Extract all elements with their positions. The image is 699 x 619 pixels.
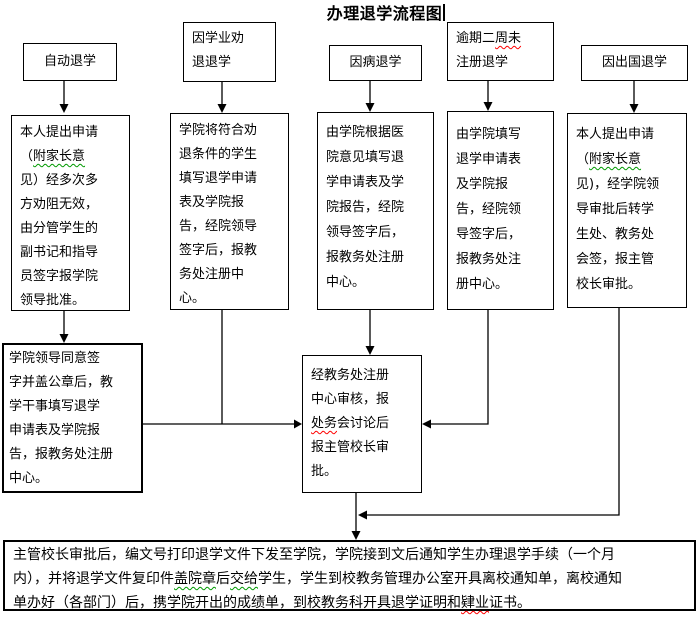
page-title: 办理退学流程图 [316,2,456,23]
box-auto-withdrawal: 自动退学 [23,43,117,81]
text-segment: 学院将符合劝 退条件的学生 填写退学申请 表及学院报 告，经院领导 签字后，报教… [179,123,258,306]
text-segment: 会讨论后 报主管校长审 批。 [311,416,390,479]
box-college-leader-approval: 学院领导同意签 字并盖公章后，教 学干事填写退学 申请表及学院报 告，报教务处注… [2,343,143,493]
text-cursor [443,3,446,21]
text-segment: 注册退学 [456,55,509,70]
box-abroad-withdrawal: 因出国退学 [581,45,688,81]
text-segment: 因病退学 [349,55,402,70]
text-segment: 本人提出申请 （ [576,127,655,167]
spellcheck-marked-text: 处务 [311,416,338,431]
text-segment: 自动退学 [43,54,96,69]
text-segment: 见)，经学院领 导审批后转学 生处、教务处 会签，报主管 校长审批。 [576,177,660,292]
spellcheck-marked-text: 周未 [495,31,522,46]
text-segment: 本人提出申请 （ [20,125,99,164]
text-segment: 学生，学生到校教务管理办公室开具离校通知单，离校通知 单办好（各部门）后，携学院… [13,571,622,611]
text-segment: 证书。 [489,595,531,611]
box-final-procedure: 主管校长审批后，编文号打印退学文件下发至学院，学院接到文后通知学生办理退学手续（… [3,540,696,611]
text-segment: 因出国退学 [601,55,667,70]
text-segment: 由学院根据医 院意见填写退 学申请表及学 院报告，经院 领导签字后， 报教务处注… [326,125,405,290]
page-title-text: 办理退学流程图 [326,4,443,23]
spellcheck-marked-text: 盖院章 [174,571,216,587]
box-auto-withdrawal-detail: 本人提出申请 （附家长意 见）经多次多 方劝阻无效， 由分管学生的 副书记和指导… [11,115,130,311]
spellcheck-marked-text: 交给 [230,571,258,587]
box-overdue-registration: 逾期二周未 注册退学 [447,22,554,81]
spellcheck-marked-text: 肄业 [461,595,489,611]
text-segment: 主管校长审批后，编文号打印退学文件下发至学院，学院接到文后通知学生办理退学手续（… [13,547,615,587]
box-overdue-registration-detail: 由学院填写 退学申请表 及学院报 告，经院领 导签字后， 报教务处注 册中心。 [447,111,554,310]
box-academic-dismissal-detail: 学院将符合劝 退条件的学生 填写退学申请 表及学院报 告，经院领导 签字后，报教… [170,113,289,310]
box-academic-dismissal: 因学业劝 退退学 [183,22,276,82]
box-illness-withdrawal: 因病退学 [329,45,422,81]
text-segment: 逾期二 [456,31,496,46]
text-segment: 见）经多次多 方劝阻无效， 由分管学生的 副书记和指导 员签字报学院 领导批准。 [20,173,99,308]
text-segment: 后 [216,571,230,587]
spellcheck-marked-text: 附家长意 [33,149,86,164]
box-illness-withdrawal-detail: 由学院根据医 院意见填写退 学申请表及学 院报告，经院 领导签字后， 报教务处注… [317,112,434,310]
box-abroad-withdrawal-detail: 本人提出申请 （附家长意 见)，经学院领 导审批后转学 生处、教务处 会签，报主… [567,113,687,308]
spellcheck-marked-text: 附家长意 [589,152,642,167]
text-segment: 因学业劝 退退学 [192,31,245,70]
text-segment: 学院领导同意签 字并盖公章后，教 学干事填写退学 申请表及学院报 告，报教务处注… [9,351,114,486]
text-segment: 经教务处注册 中心审核，报 [311,368,390,407]
text-segment: 由学院填写 退学申请表 及学院报 告，经院领 导签字后， 报教务处注 册中心。 [456,127,522,292]
box-registry-review: 经教务处注册 中心审核，报 处务会讨论后 报主管校长审 批。 [302,355,422,493]
